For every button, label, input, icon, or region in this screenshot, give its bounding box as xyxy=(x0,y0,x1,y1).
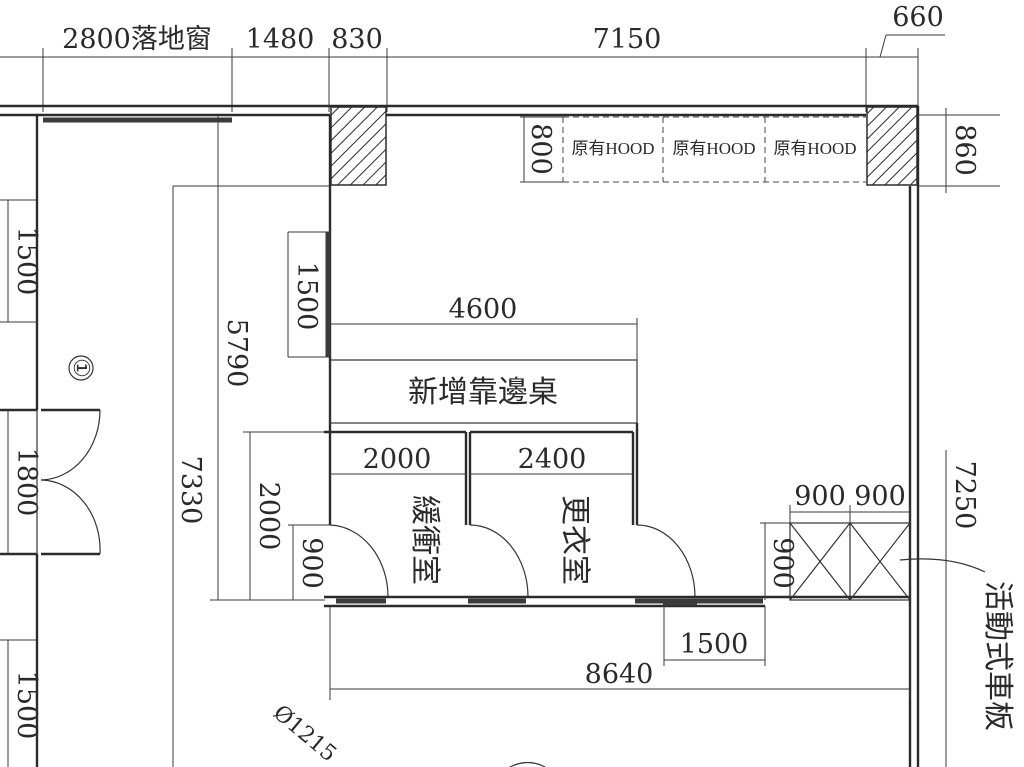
right-side: 7250 活動式車板 xyxy=(945,450,1015,767)
diameter-marker: Ø1215 xyxy=(268,700,546,767)
inner-1500-dim: 1500 xyxy=(287,231,331,358)
bottom-8640: 8640 xyxy=(329,606,911,700)
bottom-wall: 1500 xyxy=(324,595,910,666)
desk-label: 新增靠邊桌 xyxy=(408,375,558,410)
dim-inner-1500: 1500 xyxy=(291,262,322,331)
column-right xyxy=(866,106,918,186)
left-dimensions: 1500 1800 1500 ① xyxy=(0,199,94,767)
marker-circle xyxy=(68,355,94,381)
desk-area: 4600 新增靠邊桌 xyxy=(329,294,638,424)
dim-width-4600: 4600 xyxy=(449,294,518,325)
rooms: 2000 2400 2000 900 緩衝室 更衣室 xyxy=(243,423,696,600)
dim-right-7250: 7250 xyxy=(949,461,980,530)
left-double-door xyxy=(36,408,101,556)
dim-left-1500-b: 1500 xyxy=(11,671,42,740)
hood-row: 原有HOOD 原有HOOD 原有HOOD 800 xyxy=(520,116,866,183)
dim-top-7150: 7150 xyxy=(593,24,662,55)
marker-label: ① xyxy=(68,358,93,378)
dim-bottom-1500: 1500 xyxy=(680,629,749,660)
dim-height-5790: 5790 xyxy=(221,319,252,388)
room-buffer-label: 緩衝室 xyxy=(407,495,442,585)
hood-label-2: 原有HOOD xyxy=(672,139,755,158)
dim-top-window: 2800落地窗 xyxy=(62,24,212,55)
dim-left-1500-a: 1500 xyxy=(11,227,42,296)
dim-height-7330: 7330 xyxy=(175,456,206,525)
hood-label-1: 原有HOOD xyxy=(571,139,654,158)
height-dimensions: 7330 5790 xyxy=(172,115,330,767)
door-swing-1 xyxy=(329,524,389,598)
outer-walls xyxy=(0,104,920,767)
hood-label-3: 原有HOOD xyxy=(773,139,856,158)
dim-door-900-b: 900 xyxy=(767,537,798,589)
dim-right-860: 860 xyxy=(949,124,980,176)
dim-width-2400: 2400 xyxy=(518,444,587,475)
dim-top-1480: 1480 xyxy=(246,24,315,55)
dim-hood-800: 800 xyxy=(525,123,556,175)
dim-top-660: 660 xyxy=(892,2,944,33)
ramp-label: 活動式車板 xyxy=(980,581,1015,731)
door-swing-3 xyxy=(636,524,696,598)
dim-height-2000: 2000 xyxy=(253,482,284,551)
top-dimension-chain: 2800落地窗 1480 830 7150 660 xyxy=(0,2,945,112)
room-change-label: 更衣室 xyxy=(557,495,592,585)
column-left xyxy=(330,106,387,186)
new-desk xyxy=(329,359,638,424)
door-swing-2 xyxy=(469,524,529,598)
dim-top-830: 830 xyxy=(331,24,383,55)
dim-width-2000: 2000 xyxy=(363,444,432,475)
dim-ramp-900-b: 900 xyxy=(854,481,906,512)
dim-diameter: Ø1215 xyxy=(268,700,341,767)
dim-bottom-8640: 8640 xyxy=(585,659,654,690)
dim-door-900-a: 900 xyxy=(296,537,327,589)
movable-ramp: 900 900 900 xyxy=(760,481,986,601)
right-860-dim: 860 xyxy=(918,108,1000,193)
dim-ramp-900-a: 900 xyxy=(794,481,846,512)
